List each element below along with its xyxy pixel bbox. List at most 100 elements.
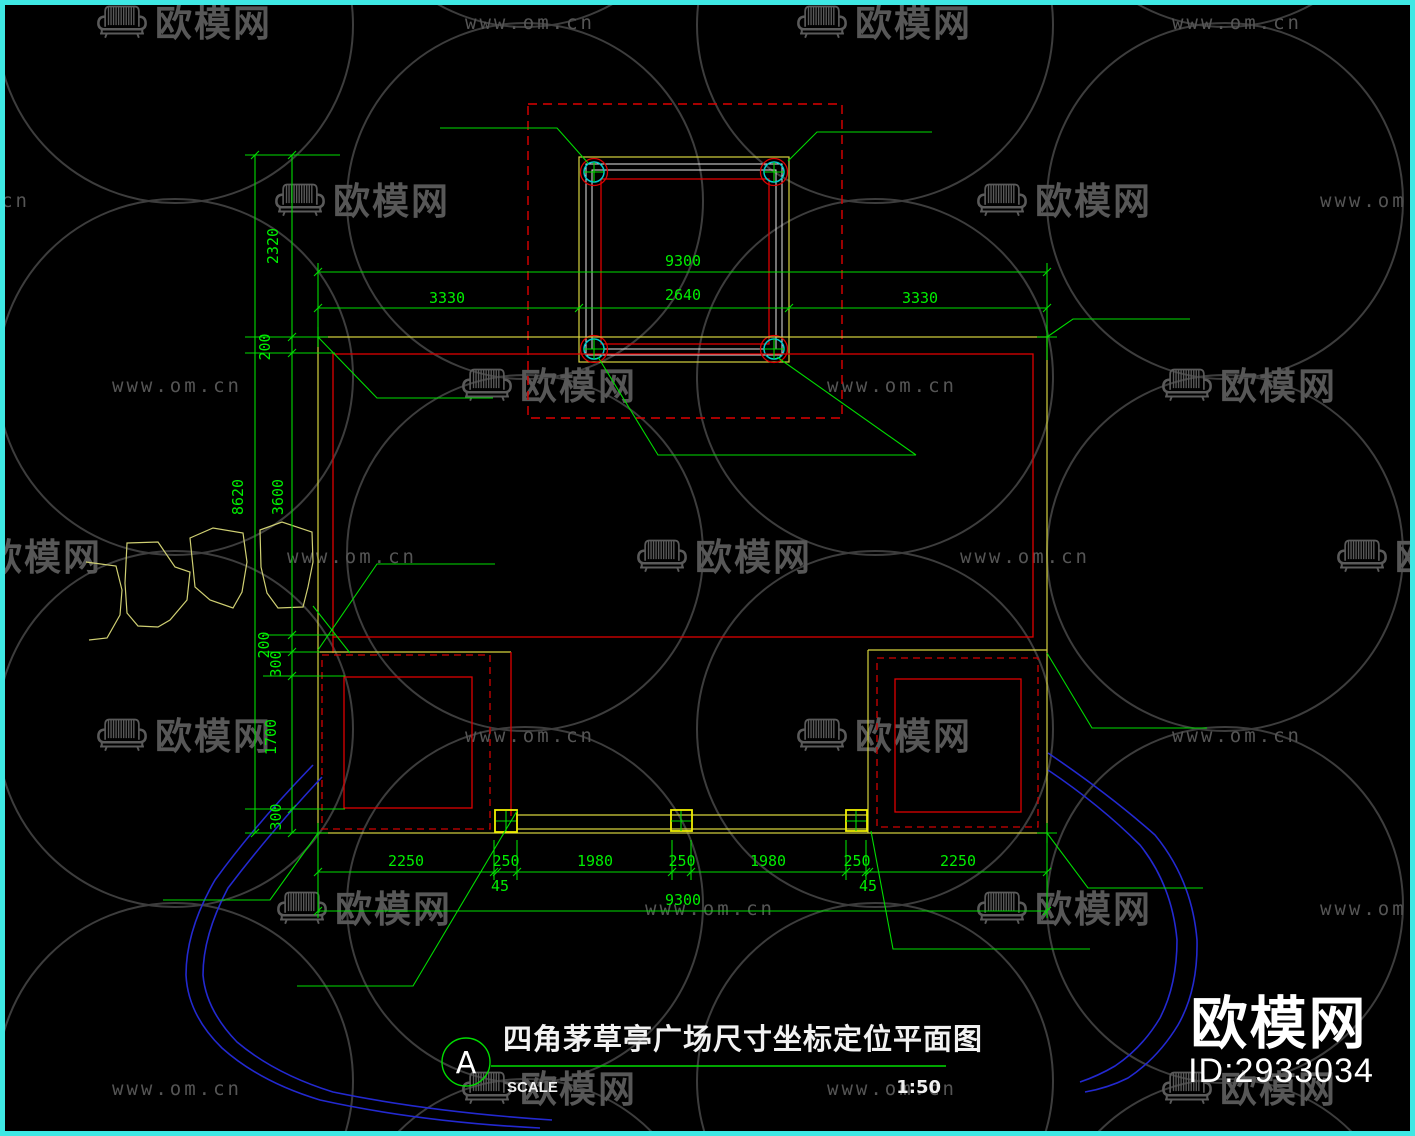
dimension-label: 300 bbox=[267, 803, 285, 830]
dimension-label: 3600 bbox=[269, 479, 287, 515]
watermark-circle bbox=[696, 0, 1054, 204]
stepping-stones bbox=[85, 521, 314, 641]
dimension-label: 200 bbox=[255, 631, 273, 658]
watermark-logo: 欧模网 bbox=[797, 715, 970, 758]
watermark-circle bbox=[1093, 1078, 1357, 1136]
watermark-circle bbox=[0, 550, 354, 908]
leader-line bbox=[1046, 318, 1190, 338]
leader-line bbox=[597, 356, 916, 456]
dimension-label: 2640 bbox=[665, 286, 701, 304]
watermark-logo-text: 欧模网 bbox=[855, 2, 972, 45]
leader-line bbox=[297, 810, 518, 987]
leader-line bbox=[870, 830, 1090, 950]
watermark-logo-text: 欧模网 bbox=[520, 365, 637, 408]
dimension-label: 1980 bbox=[750, 852, 786, 870]
watermark-circle bbox=[696, 198, 1054, 556]
watermark-url-text: www.om.cn bbox=[1172, 12, 1302, 34]
leader-line bbox=[317, 563, 495, 651]
watermark-logo: 欧模网 bbox=[977, 180, 1152, 223]
dimension-label: 250 bbox=[492, 852, 519, 870]
brand-id: ID:2933034 bbox=[1188, 1052, 1374, 1090]
dim-tick bbox=[784, 303, 794, 313]
watermark-circle bbox=[696, 550, 1054, 908]
watermark-logo-text: 欧模网 bbox=[695, 536, 812, 579]
watermark-logo: 欧模网 bbox=[1162, 1068, 1337, 1111]
leader-line bbox=[163, 832, 319, 901]
leader-line bbox=[776, 356, 917, 456]
watermark-url-text: www.om.cn bbox=[0, 190, 30, 212]
sofa-icon bbox=[1337, 539, 1387, 573]
watermark-circle bbox=[696, 902, 1054, 1136]
watermark-logo: 欧模网 bbox=[97, 2, 270, 45]
dimension-label: 3330 bbox=[429, 289, 465, 307]
brand-name: 欧模网 bbox=[1191, 991, 1368, 1057]
sofa-icon bbox=[97, 5, 147, 39]
watermark-url-text: www.om.cn bbox=[465, 725, 595, 747]
leader-line bbox=[787, 131, 932, 162]
leader-line bbox=[1046, 652, 1207, 729]
watermark-logo-layer: 欧模网欧模网www.om.cnwww.om.cn欧模网欧模网www.om.cnw… bbox=[0, 2, 1415, 1111]
watermark-circle bbox=[346, 726, 704, 1084]
dimension-label: 9300 bbox=[665, 891, 701, 909]
leader-line bbox=[312, 605, 351, 654]
leader-line bbox=[317, 336, 493, 399]
left-planter bbox=[321, 654, 491, 830]
leader-line bbox=[1046, 832, 1203, 889]
plaza-outline bbox=[317, 336, 1048, 834]
watermark-circle bbox=[346, 374, 704, 732]
dimension-label: 250 bbox=[843, 852, 870, 870]
watermark-logo-text: 欧模网 bbox=[520, 1068, 637, 1111]
watermark-logo: 欧模网 bbox=[462, 365, 637, 408]
dimension-label: 45 bbox=[491, 877, 509, 895]
railing bbox=[494, 809, 868, 833]
watermark-circle bbox=[393, 1078, 657, 1136]
drawing-title: 四角茅草亭广场尺寸坐标定位平面图 bbox=[503, 1022, 983, 1056]
dimension-label: 300 bbox=[267, 650, 285, 677]
watermark-logo-text: 欧模网 bbox=[1035, 180, 1152, 223]
right-planter bbox=[876, 657, 1039, 828]
dimension-label: 200 bbox=[256, 333, 274, 360]
watermark-url-text: www.om.cn bbox=[645, 898, 775, 920]
scale-value: 1:50 bbox=[896, 1077, 941, 1098]
dimension-label: 9300 bbox=[665, 252, 701, 270]
sofa-icon bbox=[275, 183, 325, 217]
pavilion-plan bbox=[578, 156, 790, 364]
dimension-label: 8620 bbox=[229, 479, 247, 515]
watermark-url-text: www.om.cn bbox=[112, 1078, 242, 1100]
watermark-logo: 欧模网 bbox=[0, 536, 102, 579]
watermark-circle bbox=[1046, 374, 1404, 732]
site-brand: 欧模网 ID:2933034 bbox=[1188, 991, 1374, 1090]
watermark-logo: 欧模网 bbox=[1162, 365, 1337, 408]
watermark-logo: 欧模网 bbox=[1337, 536, 1415, 579]
watermark-logo: 欧模网 bbox=[275, 180, 448, 223]
watermark-url-text: www.om.cn bbox=[1172, 725, 1302, 747]
watermark-logo-text: 欧模网 bbox=[1220, 365, 1337, 408]
watermark-logo-text: 欧模网 bbox=[0, 536, 102, 579]
water-edge-lines bbox=[185, 752, 1198, 1129]
section-letter: A bbox=[456, 1046, 477, 1081]
sofa-icon bbox=[797, 718, 847, 752]
dimension-label: 2320 bbox=[264, 228, 282, 264]
title-block: A 四角茅草亭广场尺寸坐标定位平面图 SCALE 1:50 bbox=[441, 1022, 983, 1098]
sofa-icon bbox=[977, 183, 1027, 217]
watermark-url-text: www.om.cn bbox=[112, 375, 242, 397]
sofa-icon bbox=[797, 5, 847, 39]
watermark-logo-text: 欧模网 bbox=[155, 715, 272, 758]
watermark-url-text: www.om.cn bbox=[827, 375, 957, 397]
watermark-url-text: www.om.cn bbox=[465, 12, 595, 34]
dimension-label: 250 bbox=[668, 852, 695, 870]
dimension-label: 1700 bbox=[262, 719, 280, 755]
watermark-circle bbox=[0, 902, 354, 1136]
dimension-label: 2250 bbox=[940, 852, 976, 870]
watermark-circle bbox=[0, 198, 354, 556]
watermark-url-text: www.om.cn bbox=[1320, 898, 1415, 920]
pavilion-dashed-boundary bbox=[527, 103, 843, 419]
watermark-logo-text: 欧模网 bbox=[1220, 1068, 1337, 1111]
watermark-circle bbox=[0, 0, 354, 204]
